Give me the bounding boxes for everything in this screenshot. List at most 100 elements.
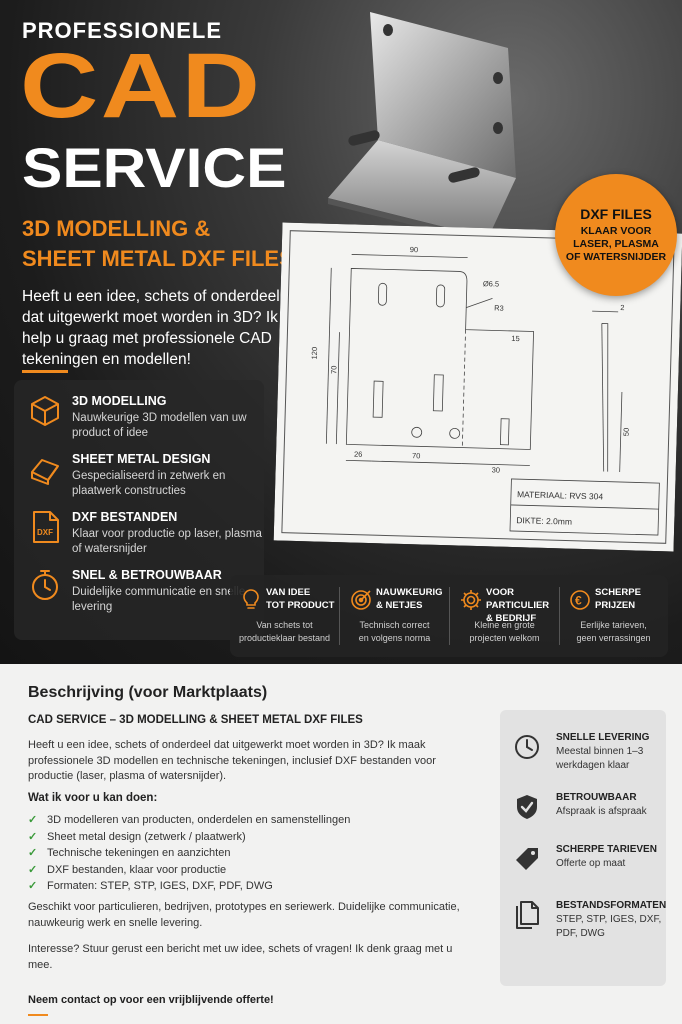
check-icon: ✓ bbox=[28, 830, 38, 843]
services-label: Wat ik voor u kan doen: bbox=[28, 792, 158, 804]
dim-90: 90 bbox=[410, 245, 419, 254]
price-tag-icon bbox=[516, 848, 538, 870]
benefit-prices: € SCHERPE PRIJZEN Eerlijke tarieven, geen … bbox=[559, 575, 668, 657]
info-title: BESTANDSFORMATEN bbox=[556, 900, 667, 911]
feature-desc: Gespecialiseerd in zetwerk en plaatwerk … bbox=[72, 470, 226, 497]
dxf-badge: DXF FILES KLAAR VOOR LASER, PLASMA OF WA… bbox=[555, 174, 677, 296]
hero-title-cad: CAD bbox=[20, 35, 263, 137]
benefit-precise: NAUWKEURIG & NETJES Technisch correct en v… bbox=[340, 575, 449, 657]
hero-title-service: SERVICE bbox=[22, 136, 287, 199]
info-desc: Meestal binnen 1–3 werkdagen klaar bbox=[556, 746, 644, 771]
info-title: SCHERPE TARIEVEN bbox=[556, 844, 657, 855]
benefit-title-1: VAN IDEE bbox=[266, 587, 311, 598]
check-icon: ✓ bbox=[28, 847, 38, 859]
info-desc: Afspraak is afspraak bbox=[556, 806, 647, 817]
dim-hole: Ø6.5 bbox=[483, 279, 500, 288]
benefit-desc-1: Technisch correct bbox=[359, 620, 430, 630]
description-paragraph-1: Heeft u een idee, schets of onderdeel da… bbox=[28, 739, 436, 782]
benefit-title-2: TOT PRODUCT bbox=[266, 600, 335, 611]
dim-26: 26 bbox=[354, 450, 363, 459]
stopwatch-icon bbox=[32, 570, 58, 600]
benefit-desc-2: productieklaar bestand bbox=[238, 633, 331, 643]
svg-text:DXF: DXF bbox=[37, 528, 53, 537]
list-item: ✓Technische tekeningen en aanzichten bbox=[28, 845, 350, 862]
cube-icon bbox=[31, 396, 59, 426]
benefit-desc-1: Van schets tot bbox=[256, 620, 313, 630]
shield-check-icon bbox=[517, 795, 537, 819]
list-item: ✓Formaten: STEP, STP, IGES, DXF, PDF, DW… bbox=[28, 878, 350, 895]
dim-15: 15 bbox=[511, 334, 520, 343]
files-icon bbox=[516, 901, 539, 929]
feature-title: SHEET METAL DESIGN bbox=[72, 452, 211, 466]
feature-desc: Klaar voor productie op laser, plasma of… bbox=[72, 528, 262, 555]
list-item: ✓3D modelleren van producten, onderdelen… bbox=[28, 812, 350, 829]
benefit-title-1: SCHERPE bbox=[595, 587, 641, 598]
hero-kicker: PROFESSIONELE bbox=[22, 18, 223, 43]
divider bbox=[559, 587, 560, 645]
benefit-desc-1: Eerlijke tarieven, bbox=[580, 620, 647, 630]
gear-icon bbox=[461, 590, 481, 610]
list-item: ✓Sheet metal design (zetwerk / plaatwerk… bbox=[28, 829, 350, 846]
dim-radius: R3 bbox=[494, 303, 504, 312]
benefit-desc-2: geen verrassingen bbox=[576, 633, 651, 643]
info-title: SNELLE LEVERING bbox=[556, 732, 650, 743]
badge-line-1: KLAAR VOOR bbox=[580, 225, 652, 237]
badge-title: DXF FILES bbox=[580, 206, 652, 222]
divider bbox=[449, 587, 450, 645]
call-to-action: Neem contact op voor een vrijblijvende o… bbox=[28, 994, 274, 1006]
features-panel: 3D MODELLING Nauwkeurige 3D modellen van… bbox=[14, 380, 264, 640]
thickness-label: DIKTE: 2.0mm bbox=[516, 515, 572, 527]
feature-title: SNEL & BETROUWBAAR bbox=[72, 568, 222, 582]
divider bbox=[339, 587, 340, 645]
benefit-title-1: VOOR PARTICULIER bbox=[486, 587, 550, 611]
lightbulb-icon bbox=[243, 589, 259, 609]
dim-120: 120 bbox=[310, 347, 319, 360]
description-paragraph-2: Geschikt voor particulieren, bedrijven, … bbox=[28, 901, 460, 929]
info-desc: Offerte op maat bbox=[556, 858, 626, 869]
dim-30: 30 bbox=[492, 465, 501, 474]
dxf-file-icon: DXF bbox=[33, 511, 59, 543]
divider bbox=[22, 370, 68, 373]
hero-section: PROFESSIONELE CAD SERVICE 3D MODELLING &… bbox=[0, 0, 682, 664]
benefit-title-2: PRIJZEN bbox=[595, 600, 636, 611]
dim-50: 50 bbox=[622, 428, 631, 437]
badge-line-3: OF WATERSNIJDER bbox=[565, 251, 667, 263]
info-desc: STEP, STP, IGES, DXF, PDF, DWG bbox=[556, 914, 662, 939]
feature-title: DXF BESTANDEN bbox=[72, 510, 178, 524]
sheet-metal-icon bbox=[31, 459, 59, 485]
benefit-desc-2: projecten welkom bbox=[469, 633, 540, 643]
technical-drawing: 90 Ø6.5 R3 15 120 70 26 70 30 2 50 MATER… bbox=[273, 222, 682, 552]
hero-subtitle-1: 3D MODELLING & bbox=[22, 216, 211, 241]
benefit-desc-2: en volgens norma bbox=[358, 633, 431, 643]
feature-desc: Nauwkeurige 3D modellen van uw product o… bbox=[72, 412, 247, 439]
metal-bracket-illustration bbox=[328, 12, 516, 238]
feature-desc: Duidelijke communicatie en snelle leveri… bbox=[72, 586, 246, 613]
services-list: ✓3D modelleren van producten, onderdelen… bbox=[28, 812, 350, 895]
dim-70v: 70 bbox=[329, 366, 338, 375]
divider bbox=[28, 1014, 48, 1016]
check-icon: ✓ bbox=[28, 814, 38, 826]
badge-line-2: LASER, PLASMA bbox=[573, 238, 659, 250]
target-icon bbox=[351, 590, 371, 610]
dim-70h: 70 bbox=[412, 451, 421, 460]
description-paragraph-3: Interesse? Stuur gerust een bericht met … bbox=[28, 943, 453, 971]
benefits-strip: VAN IDEE TOT PRODUCT Van schets tot produc… bbox=[230, 575, 668, 657]
benefit-title-2: & BEDRIJF bbox=[486, 613, 537, 624]
hero-intro: Heeft u een idee, schets of onderdeel da… bbox=[22, 288, 280, 368]
clock-icon bbox=[515, 735, 539, 759]
benefit-title-2: & NETJES bbox=[376, 600, 423, 611]
feature-title: 3D MODELLING bbox=[72, 394, 167, 408]
description-heading: Beschrijving (voor Marktplaats) bbox=[28, 684, 268, 701]
svg-text:€: € bbox=[575, 594, 582, 608]
description-section: Beschrijving (voor Marktplaats) CAD SERV… bbox=[0, 664, 682, 1024]
dim-2: 2 bbox=[620, 303, 624, 312]
benefit-desc-1: Kleine en grote bbox=[474, 620, 535, 630]
list-item: ✓DXF bestanden, klaar voor productie bbox=[28, 862, 350, 879]
info-title: BETROUWBAAR bbox=[556, 792, 637, 803]
check-icon: ✓ bbox=[28, 880, 38, 892]
euro-icon: € bbox=[570, 590, 590, 610]
benefit-title-1: NAUWKEURIG bbox=[376, 587, 443, 598]
check-icon: ✓ bbox=[28, 863, 38, 876]
description-section-title: CAD SERVICE – 3D MODELLING & SHEET METAL… bbox=[28, 714, 363, 726]
hero-subtitle-2: SHEET METAL DXF FILES bbox=[22, 246, 294, 271]
